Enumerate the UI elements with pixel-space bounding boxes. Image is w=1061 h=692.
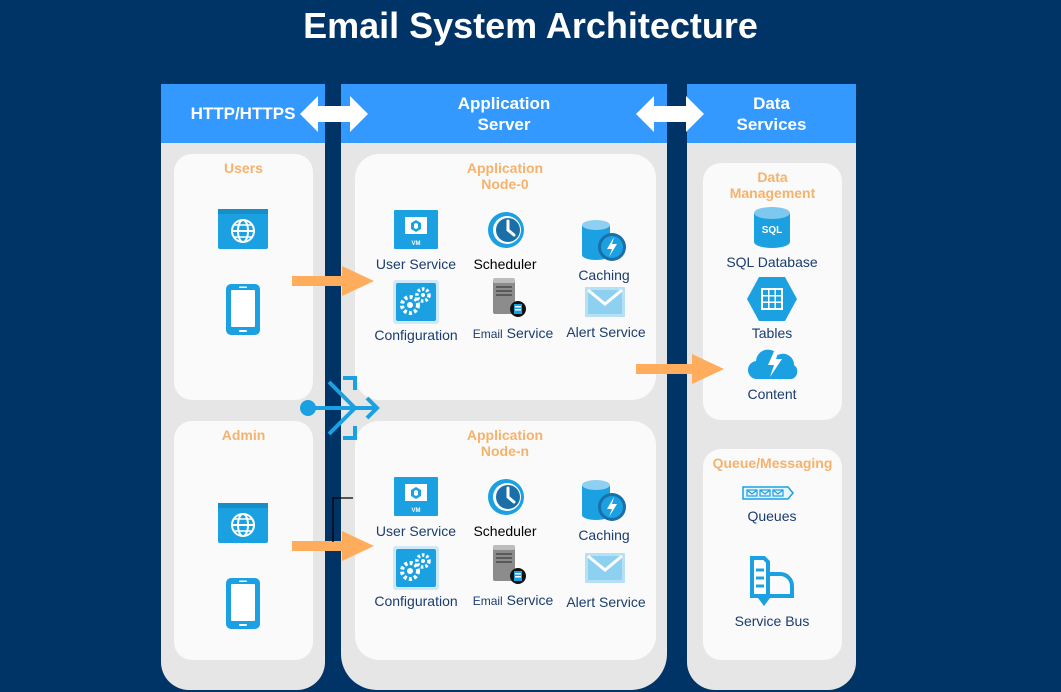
configuration-gears-icon xyxy=(393,280,439,324)
flow-arrow-icon xyxy=(292,531,374,561)
email-service-word: Service xyxy=(506,592,554,608)
load-balancer-icon xyxy=(299,375,383,441)
double-arrow-icon xyxy=(636,94,704,134)
alert-mail-icon xyxy=(585,287,625,317)
data-management-title-line2: Management xyxy=(729,185,816,201)
data-management-title-line1: Data xyxy=(757,169,788,185)
queues-icon xyxy=(742,486,794,500)
application-node-n-title: Application Node-n xyxy=(455,427,555,459)
content-cloud-icon xyxy=(748,345,800,381)
alert-service-label: Alert Service xyxy=(566,324,646,340)
sql-database-label: SQL Database xyxy=(726,254,818,270)
vm-icon-text: VM xyxy=(412,241,421,247)
application-node-n-panel xyxy=(355,421,656,660)
queue-messaging-title: Queue/Messaging xyxy=(712,455,833,471)
user-service-label: User Service xyxy=(375,256,457,272)
node0-title-line2: Node-0 xyxy=(481,176,529,192)
caching-label: Caching xyxy=(578,527,630,543)
email-prefix: Email xyxy=(472,594,503,608)
alert-service-label: Alert Service xyxy=(566,594,646,610)
email-server-icon xyxy=(493,278,527,318)
configuration-label: Configuration xyxy=(374,593,458,609)
node0-title-line1: Application xyxy=(466,160,544,176)
service-bus-label: Service Bus xyxy=(734,613,810,629)
configuration-label: Configuration xyxy=(374,327,458,343)
data-management-title: Data Management xyxy=(703,169,842,201)
service-bus-icon xyxy=(750,556,798,608)
connector-line xyxy=(331,497,355,543)
app-server-column-header: Application Server xyxy=(341,84,667,143)
virtual-machine-icon: VM xyxy=(394,210,438,249)
scheduler-clock-icon xyxy=(486,477,528,517)
sql-icon-text: SQL xyxy=(762,225,783,236)
cache-database-icon xyxy=(581,219,627,262)
email-service-label: Email Service xyxy=(463,592,563,608)
app-header-line2: Server xyxy=(477,114,531,134)
queues-label: Queues xyxy=(747,508,797,524)
noden-title-line2: Node-n xyxy=(480,443,530,459)
flow-arrow-icon xyxy=(292,266,374,296)
flow-arrow-icon xyxy=(636,354,724,384)
application-node-0-title: Application Node-0 xyxy=(455,160,555,192)
mobile-device-icon xyxy=(226,284,260,335)
web-browser-icon xyxy=(218,209,268,249)
data-header-line2: Services xyxy=(736,114,807,134)
vm-icon-text: VM xyxy=(412,508,421,514)
noden-title-line1: Application xyxy=(466,427,544,443)
admin-panel-title: Admin xyxy=(221,427,266,443)
sql-database-icon: SQL xyxy=(753,207,791,249)
http-header-label: HTTP/HTTPS xyxy=(190,104,296,123)
cache-database-icon xyxy=(581,479,627,522)
page-title: Email System Architecture xyxy=(303,5,758,46)
queue-messaging-panel xyxy=(703,449,842,660)
content-label: Content xyxy=(747,386,797,402)
tables-label: Tables xyxy=(751,325,793,341)
user-service-label: User Service xyxy=(375,523,457,539)
email-prefix: Email xyxy=(472,327,503,341)
scheduler-label: Scheduler xyxy=(473,523,537,539)
email-server-icon xyxy=(493,545,527,585)
email-service-label: Email Service xyxy=(463,325,563,341)
mobile-device-icon xyxy=(226,578,260,629)
email-service-word: Service xyxy=(506,325,554,341)
data-header-line1: Data xyxy=(753,93,790,113)
users-panel-title: Users xyxy=(224,160,263,176)
web-browser-icon xyxy=(218,503,268,543)
virtual-machine-icon: VM xyxy=(394,477,438,516)
http-column-header: HTTP/HTTPS xyxy=(161,84,325,143)
tables-icon xyxy=(747,277,797,321)
caching-label: Caching xyxy=(578,267,630,283)
double-arrow-icon xyxy=(300,94,368,134)
alert-mail-icon xyxy=(585,553,625,583)
configuration-gears-icon xyxy=(393,546,439,590)
app-header-line1: Application xyxy=(457,93,551,113)
application-node-0-panel xyxy=(355,154,656,400)
data-services-column-header: Data Services xyxy=(687,84,856,143)
users-panel xyxy=(174,154,313,400)
scheduler-clock-icon xyxy=(486,210,528,250)
scheduler-label: Scheduler xyxy=(473,256,537,272)
